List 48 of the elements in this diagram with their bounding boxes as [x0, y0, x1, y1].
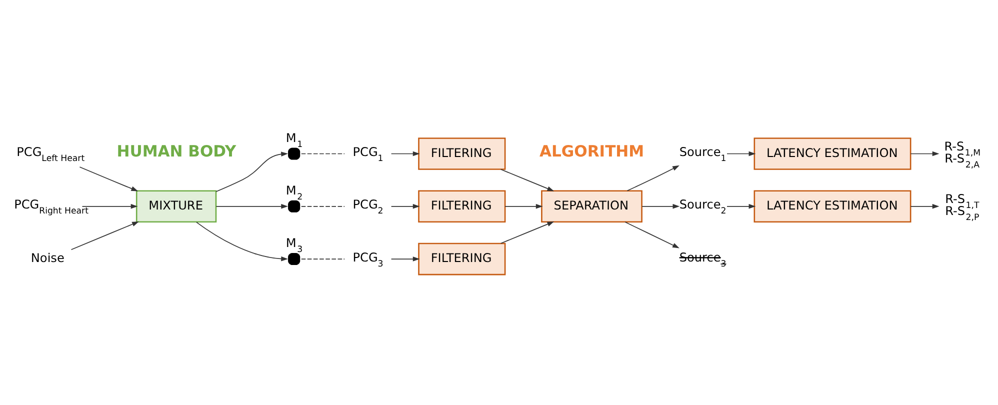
arrow	[624, 222, 680, 248]
node-text: PCG$_{3}$	[352, 250, 384, 270]
label: HUMAN BODY	[116, 142, 236, 161]
arrow	[82, 204, 138, 209]
node-box: FILTERING	[418, 242, 506, 276]
arrow	[70, 222, 139, 250]
node-box: LATENCY ESTIMATION	[754, 190, 912, 223]
arrow	[390, 151, 420, 156]
arrow	[500, 168, 554, 192]
arrow	[910, 204, 940, 209]
node-text: PCG$_{1}$	[352, 145, 384, 164]
arrow	[642, 204, 680, 209]
node-text: R-S$_{1,M}$ R-S$_{2,A}$	[944, 139, 981, 171]
arrow	[390, 256, 420, 262]
node-circle	[288, 148, 300, 160]
arrow	[79, 166, 138, 192]
node-circle	[288, 252, 300, 266]
node-label: M$_{2}$	[286, 183, 303, 202]
arrow	[626, 165, 680, 192]
arrow	[504, 204, 543, 209]
node-text: PCG$_{Right Heart}$	[14, 198, 88, 217]
arrow	[910, 151, 940, 156]
node-circle	[288, 200, 300, 212]
connector	[300, 258, 345, 260]
arrow	[196, 222, 288, 262]
node-text: PCG$_{2}$	[352, 198, 384, 217]
arrow	[216, 204, 288, 209]
label: ALGORITHM	[540, 142, 644, 161]
node-box: LATENCY ESTIMATION	[754, 138, 912, 170]
node-box: FILTERING	[418, 190, 506, 223]
node-text: Source$_{1}$	[679, 145, 726, 164]
connector	[300, 206, 345, 207]
arrow	[500, 221, 554, 244]
arrow	[216, 152, 288, 192]
node-text: PCG$_{Left Heart}$	[16, 145, 85, 164]
connector	[300, 153, 345, 154]
node-text: Source$_{2}$	[679, 198, 726, 217]
node-text: Source$_{3}$	[679, 250, 726, 270]
arrow	[390, 204, 420, 209]
node-text: Noise	[30, 251, 64, 266]
arrow	[726, 151, 756, 156]
node-box: FILTERING	[418, 138, 506, 170]
node-box: SEPARATION	[541, 190, 642, 223]
arrow	[726, 204, 756, 209]
node-label: M$_{3}$	[286, 236, 303, 256]
node-box: MIXTURE	[136, 190, 217, 223]
node-text: R-S$_{1,T}$ R-S$_{2,P}$	[945, 192, 980, 224]
node-label: M$_{1}$	[286, 130, 303, 150]
